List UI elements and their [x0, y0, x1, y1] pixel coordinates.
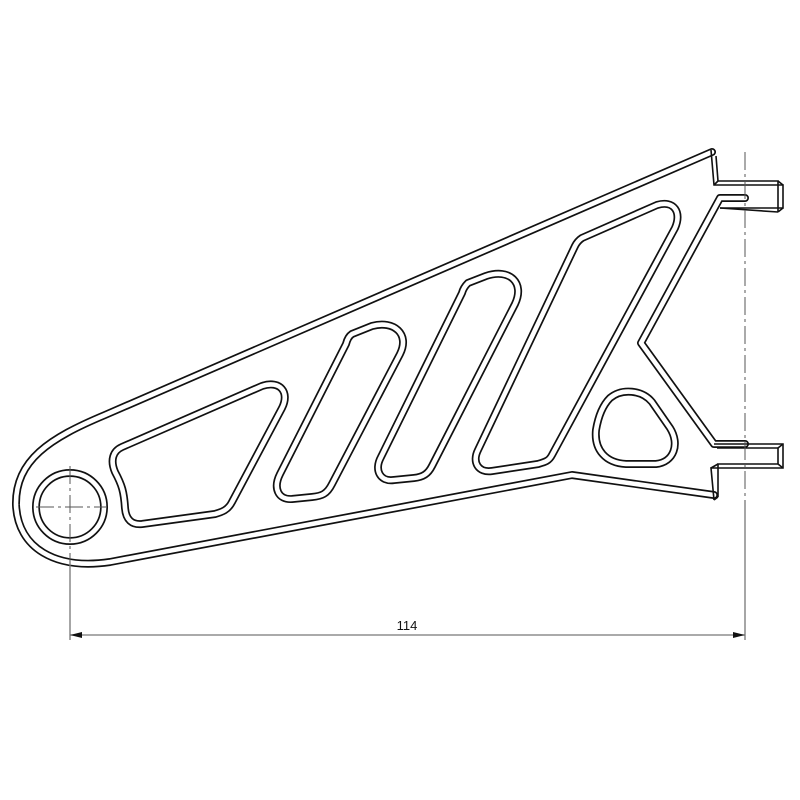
triangular-pocket [591, 387, 679, 468]
arrowhead-right-icon [733, 632, 745, 638]
large-slot [471, 199, 682, 476]
upper-tab [710, 149, 784, 213]
dimension-overall-length [69, 500, 746, 640]
centerlines [36, 152, 746, 560]
oblong-slot-2 [374, 269, 523, 485]
trapezoid-pocket [108, 380, 289, 529]
oblong-slot-1 [272, 320, 408, 503]
arrowhead-left-icon [70, 632, 82, 638]
lower-tab [710, 443, 784, 501]
dimension-value-overall-length: 114 [396, 618, 418, 633]
